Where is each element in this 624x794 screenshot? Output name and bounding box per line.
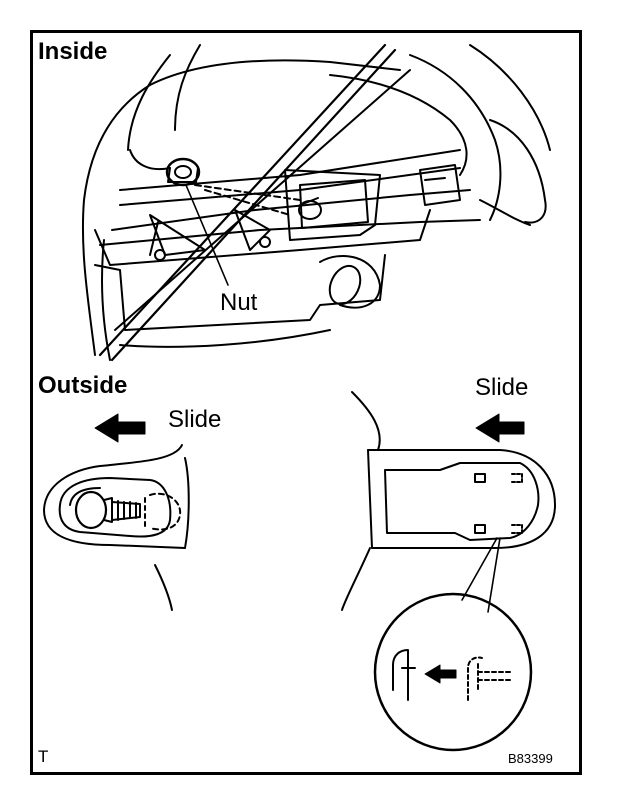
outside-handle-left-drawing [43,413,190,611]
slide-label-left: Slide [168,406,222,433]
left-arrow-icon [424,664,457,684]
inside-label: Inside [38,38,108,65]
left-arrow-icon [94,413,146,443]
nut-label: Nut [218,289,260,316]
left-arrow-icon [475,413,525,443]
figure-frame [30,30,582,775]
slide-label-right: Slide [475,374,529,401]
detail-magnifier [373,592,533,752]
corner-code: T [38,747,49,766]
figure-id: B83399 [508,751,553,766]
inside-view-drawing [81,43,551,362]
outside-label: Outside [38,372,128,399]
outside-handle-right-drawing [341,391,556,752]
